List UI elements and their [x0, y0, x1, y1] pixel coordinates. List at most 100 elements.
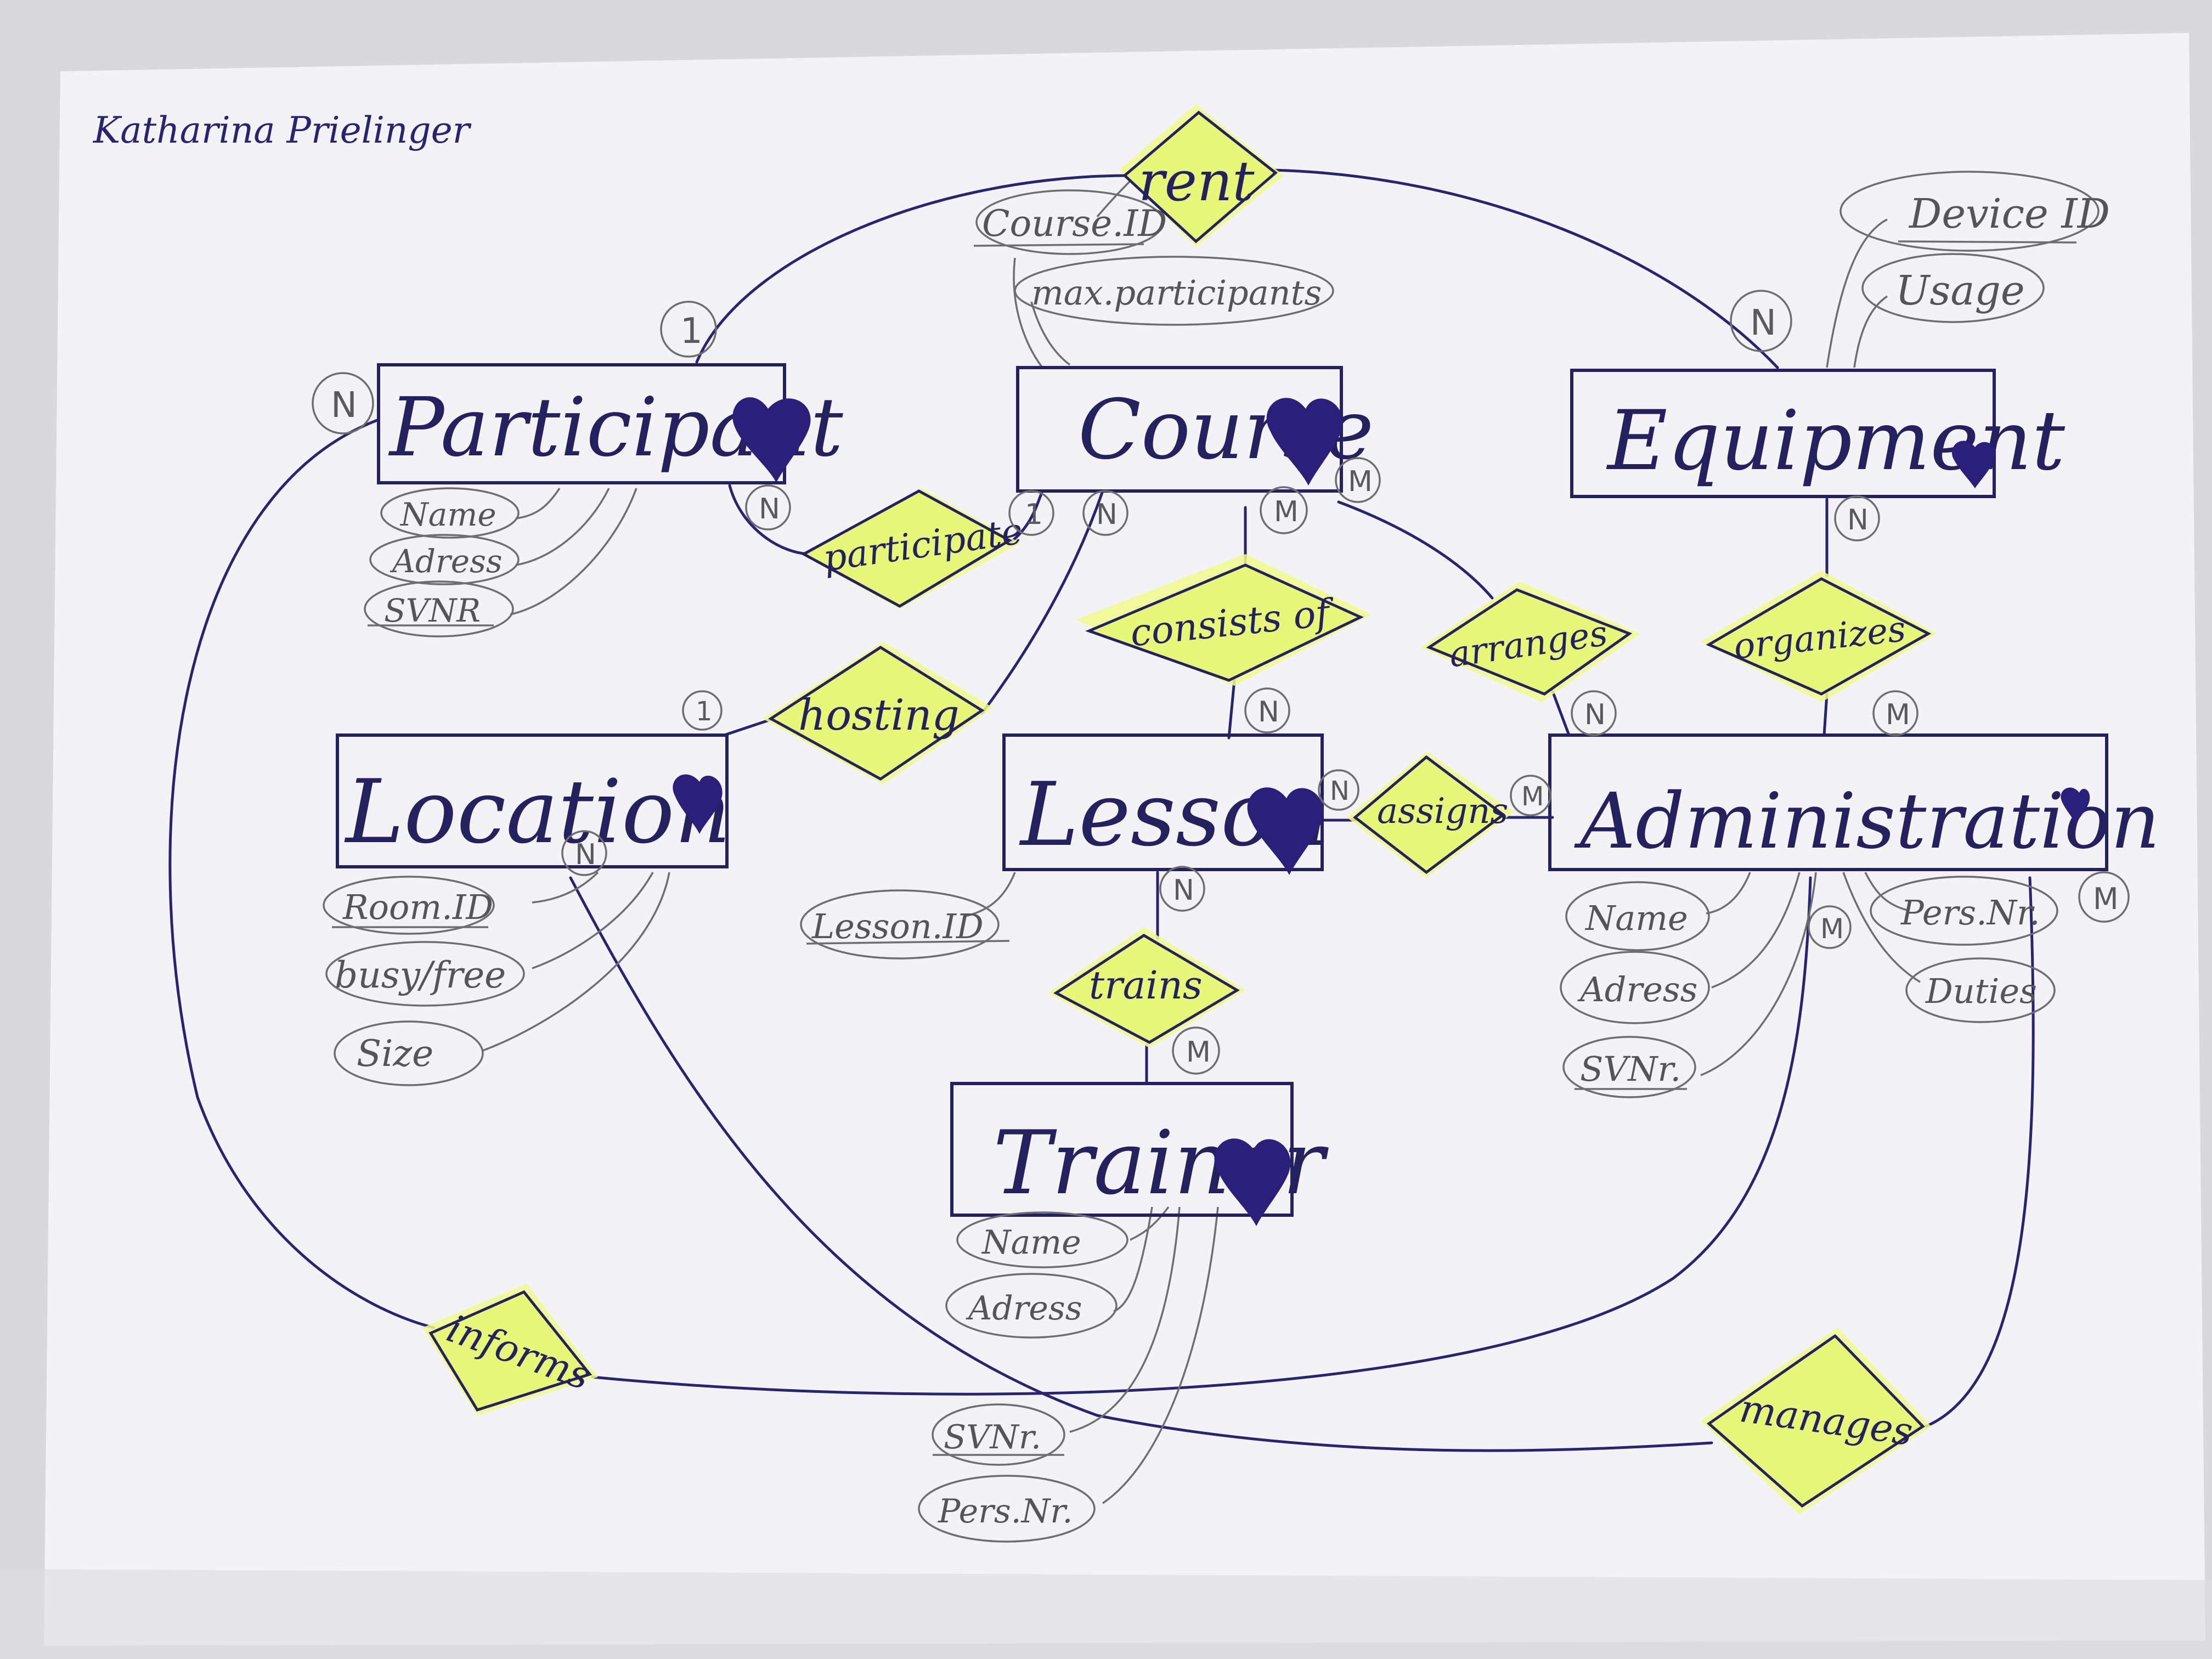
svg-text:assigns: assigns [1377, 791, 1508, 832]
svg-text:Lesson.ID: Lesson.ID [811, 906, 984, 946]
svg-text:N: N [331, 385, 357, 426]
attribute-participant-address: Adress [369, 534, 520, 585]
svg-text:Equipment: Equipment [1606, 393, 2066, 489]
relationship-manages[interactable]: manages [1701, 1328, 1931, 1514]
attribute-admin-svnr: SVNr. [1562, 1036, 1696, 1098]
cardinality-admin-assigns: M [1510, 775, 1551, 816]
cardinality-participant-participate: N [745, 484, 791, 531]
cardinality-lesson-consists: N [1244, 687, 1290, 733]
svg-text:SVNR: SVNR [384, 592, 481, 629]
entity-trainer[interactable]: Trainer [950, 1082, 1329, 1226]
cardinality-lesson-assigns: N [1318, 769, 1359, 811]
attribute-participant-svnr: SVNR [364, 580, 514, 637]
relationship-arranges[interactable]: arranges [1421, 582, 1640, 702]
svg-text:N: N [1173, 874, 1194, 907]
svg-text:SVNr.: SVNr. [1580, 1049, 1681, 1089]
relationship-rent[interactable]: rent [1119, 104, 1284, 247]
attribute-admin-duties: Duties [1905, 957, 2056, 1023]
relationship-consists-of[interactable]: consists of [1075, 554, 1372, 686]
heart-icon [2061, 787, 2090, 824]
relationship-hosting[interactable]: hosting [763, 642, 993, 785]
entity-lesson[interactable]: Lesson [1002, 733, 1330, 875]
cardinality-participant-informs: N [312, 372, 374, 435]
svg-text:trains: trains [1089, 963, 1203, 1008]
svg-text:N: N [1096, 498, 1118, 531]
svg-text:M: M [2093, 882, 2119, 916]
attributes: Course.ID max.participants Device ID Usa… [323, 171, 2110, 1543]
svg-text:N: N [759, 493, 780, 526]
svg-text:Name: Name [1584, 898, 1688, 938]
svg-text:Size: Size [357, 1032, 433, 1075]
svg-text:1: 1 [1025, 498, 1043, 531]
svg-text:Adress: Adress [390, 543, 503, 580]
entity-location[interactable]: Location [336, 733, 731, 868]
svg-text:busy/free: busy/free [335, 954, 506, 996]
attribute-trainer-address: Adress [945, 1273, 1118, 1339]
cardinality-admin-informs: M [1808, 905, 1852, 949]
svg-text:rent: rent [1138, 149, 1255, 213]
svg-text:M: M [1820, 913, 1844, 945]
heart-icon [1214, 1138, 1291, 1226]
attribute-usage: Usage [1861, 253, 2045, 323]
attribute-admin-name: Name [1565, 881, 1710, 951]
paper-background [44, 33, 2205, 1646]
svg-text:1: 1 [680, 311, 703, 352]
attribute-max-participants: max.participants [1014, 256, 1334, 326]
svg-text:M: M [1274, 495, 1299, 528]
svg-text:M: M [1186, 1036, 1211, 1069]
entity-course[interactable]: Course [1016, 366, 1374, 493]
cardinality-course-arranges: M [1335, 457, 1381, 503]
svg-text:N: N [1258, 696, 1279, 729]
relationship-trains[interactable]: trains [1048, 927, 1245, 1048]
relationship-lines [168, 168, 2035, 1452]
signature-text: Katharina Prielinger [93, 109, 472, 151]
attribute-busy-free: busy/free [325, 941, 525, 1007]
svg-text:Room.ID: Room.ID [342, 887, 493, 927]
svg-text:Adress: Adress [966, 1289, 1082, 1328]
entity-participant[interactable]: Participant [377, 363, 843, 484]
svg-text:M: M [1886, 698, 1910, 731]
heart-icon [1952, 441, 1995, 488]
relationship-organizes[interactable]: organizes [1701, 571, 1937, 702]
attribute-course-id: Course.ID [973, 189, 1167, 255]
entity-equipment[interactable]: Equipment [1570, 369, 2066, 498]
svg-text:Duties: Duties [1925, 971, 2037, 1011]
svg-text:N: N [1584, 698, 1606, 731]
cardinality-admin-manages: M [2078, 871, 2130, 923]
cardinality-rent-participant: 1 [660, 301, 717, 358]
attribute-trainer-svnr: SVNr. [932, 1403, 1065, 1466]
heart-icon [673, 774, 723, 834]
attribute-participant-name: Name [380, 487, 520, 539]
cardinality-location-hosting: 1 [682, 690, 723, 731]
svg-text:M: M [1348, 465, 1373, 498]
cardinality-course-hosting: N [1082, 490, 1128, 536]
svg-text:N: N [1750, 303, 1776, 343]
svg-text:SVNr.: SVNr. [944, 1418, 1041, 1457]
attribute-room-id: Room.ID [323, 876, 495, 935]
svg-text:1: 1 [696, 696, 713, 727]
svg-text:Name: Name [981, 1223, 1081, 1262]
attribute-device-id: Device ID [1839, 171, 2110, 252]
attribute-trainer-persnr: Pers.Nr. [918, 1475, 1096, 1543]
heart-icon [732, 397, 811, 483]
svg-text:Pers.Nr.: Pers.Nr. [938, 1492, 1073, 1531]
relationship-informs[interactable]: informs [422, 1284, 598, 1415]
heart-icon [1247, 787, 1324, 875]
svg-text:Device ID: Device ID [1908, 190, 2110, 238]
attribute-lesson-id: Lesson.ID [800, 889, 1010, 960]
cardinality-course-consists: M [1260, 486, 1308, 534]
svg-text:Location: Location [344, 760, 731, 863]
svg-text:Course.ID: Course.ID [982, 202, 1167, 245]
relationship-assigns[interactable]: assigns [1347, 752, 1514, 878]
attribute-admin-address: Adress [1560, 951, 1710, 1024]
cardinality-admin-arranges: N [1571, 690, 1617, 736]
attribute-lines [482, 174, 1921, 1504]
svg-text:Usage: Usage [1895, 267, 2025, 314]
cardinality-trainer-trains: M [1172, 1026, 1220, 1075]
attribute-admin-persnr: Pers.Nr. [1870, 876, 2058, 946]
cardinality-equipment-organizes: N [1834, 495, 1880, 541]
entity-administration[interactable]: Administration [1548, 733, 2160, 871]
svg-text:hosting: hosting [798, 691, 960, 740]
